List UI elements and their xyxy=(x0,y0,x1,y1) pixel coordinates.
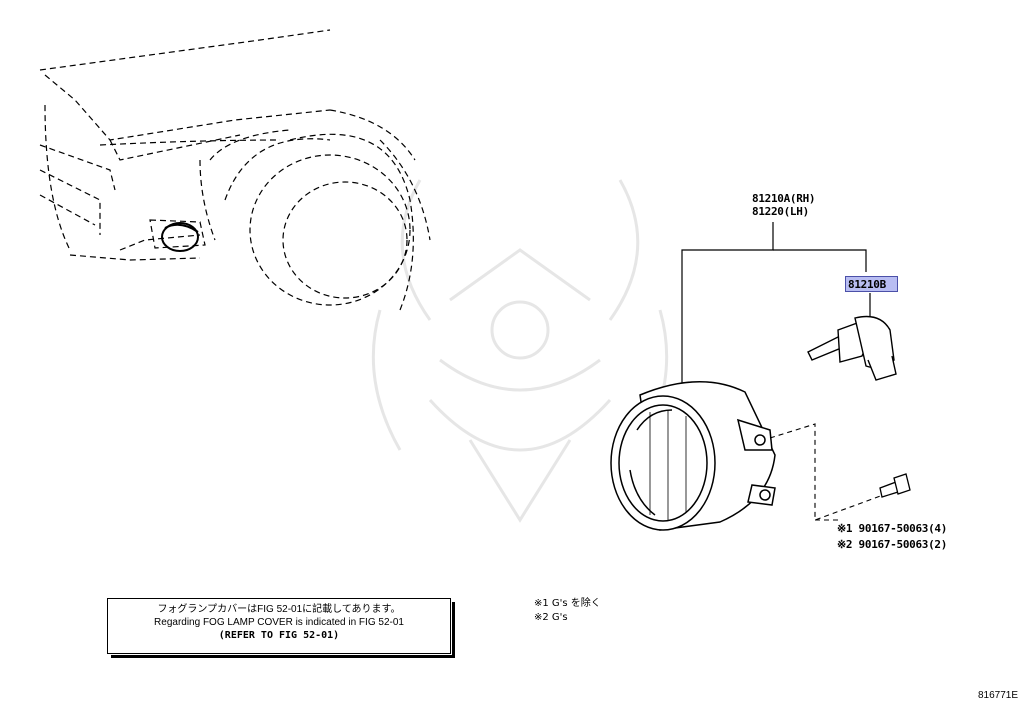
vehicle-outline xyxy=(39,29,431,311)
install-guide-lines xyxy=(769,423,906,521)
bulb-part-callout[interactable]: 81210B xyxy=(845,276,898,292)
footnote-1: ※1 G's を除く xyxy=(534,598,601,609)
watermark-emblem xyxy=(371,179,669,523)
assembly-part-number-lh: 81220(LH) xyxy=(752,205,809,218)
mounting-bolt xyxy=(879,473,911,498)
fog-lamp-cover-note: フォグランプカバーはFIG 52-01に記載してあります。 Regarding … xyxy=(107,598,455,658)
diagram-id: 816771E xyxy=(977,690,1018,701)
footnote-2: ※2 G's xyxy=(534,612,568,623)
bolt-part-number-1: ※1 90167-50063(4) xyxy=(837,522,948,535)
note-line-japanese: フォグランプカバーはFIG 52-01に記載してあります。 xyxy=(157,604,401,615)
bulb-part-number: 81210B xyxy=(848,278,886,291)
assembly-part-number-rh: 81210A(RH) xyxy=(752,192,816,205)
note-reference-link[interactable]: (REFER TO FIG 52-01) xyxy=(218,630,340,641)
assembly-leader-lines xyxy=(681,222,871,392)
bolt-part-number-2: ※2 90167-50063(2) xyxy=(837,538,948,551)
fog-lamp-bulb xyxy=(807,315,897,381)
vehicle-fog-lamp-opening xyxy=(161,222,199,252)
note-line-english: Regarding FOG LAMP COVER is indicated in… xyxy=(154,617,404,628)
fog-lamp-assembly xyxy=(610,380,776,531)
